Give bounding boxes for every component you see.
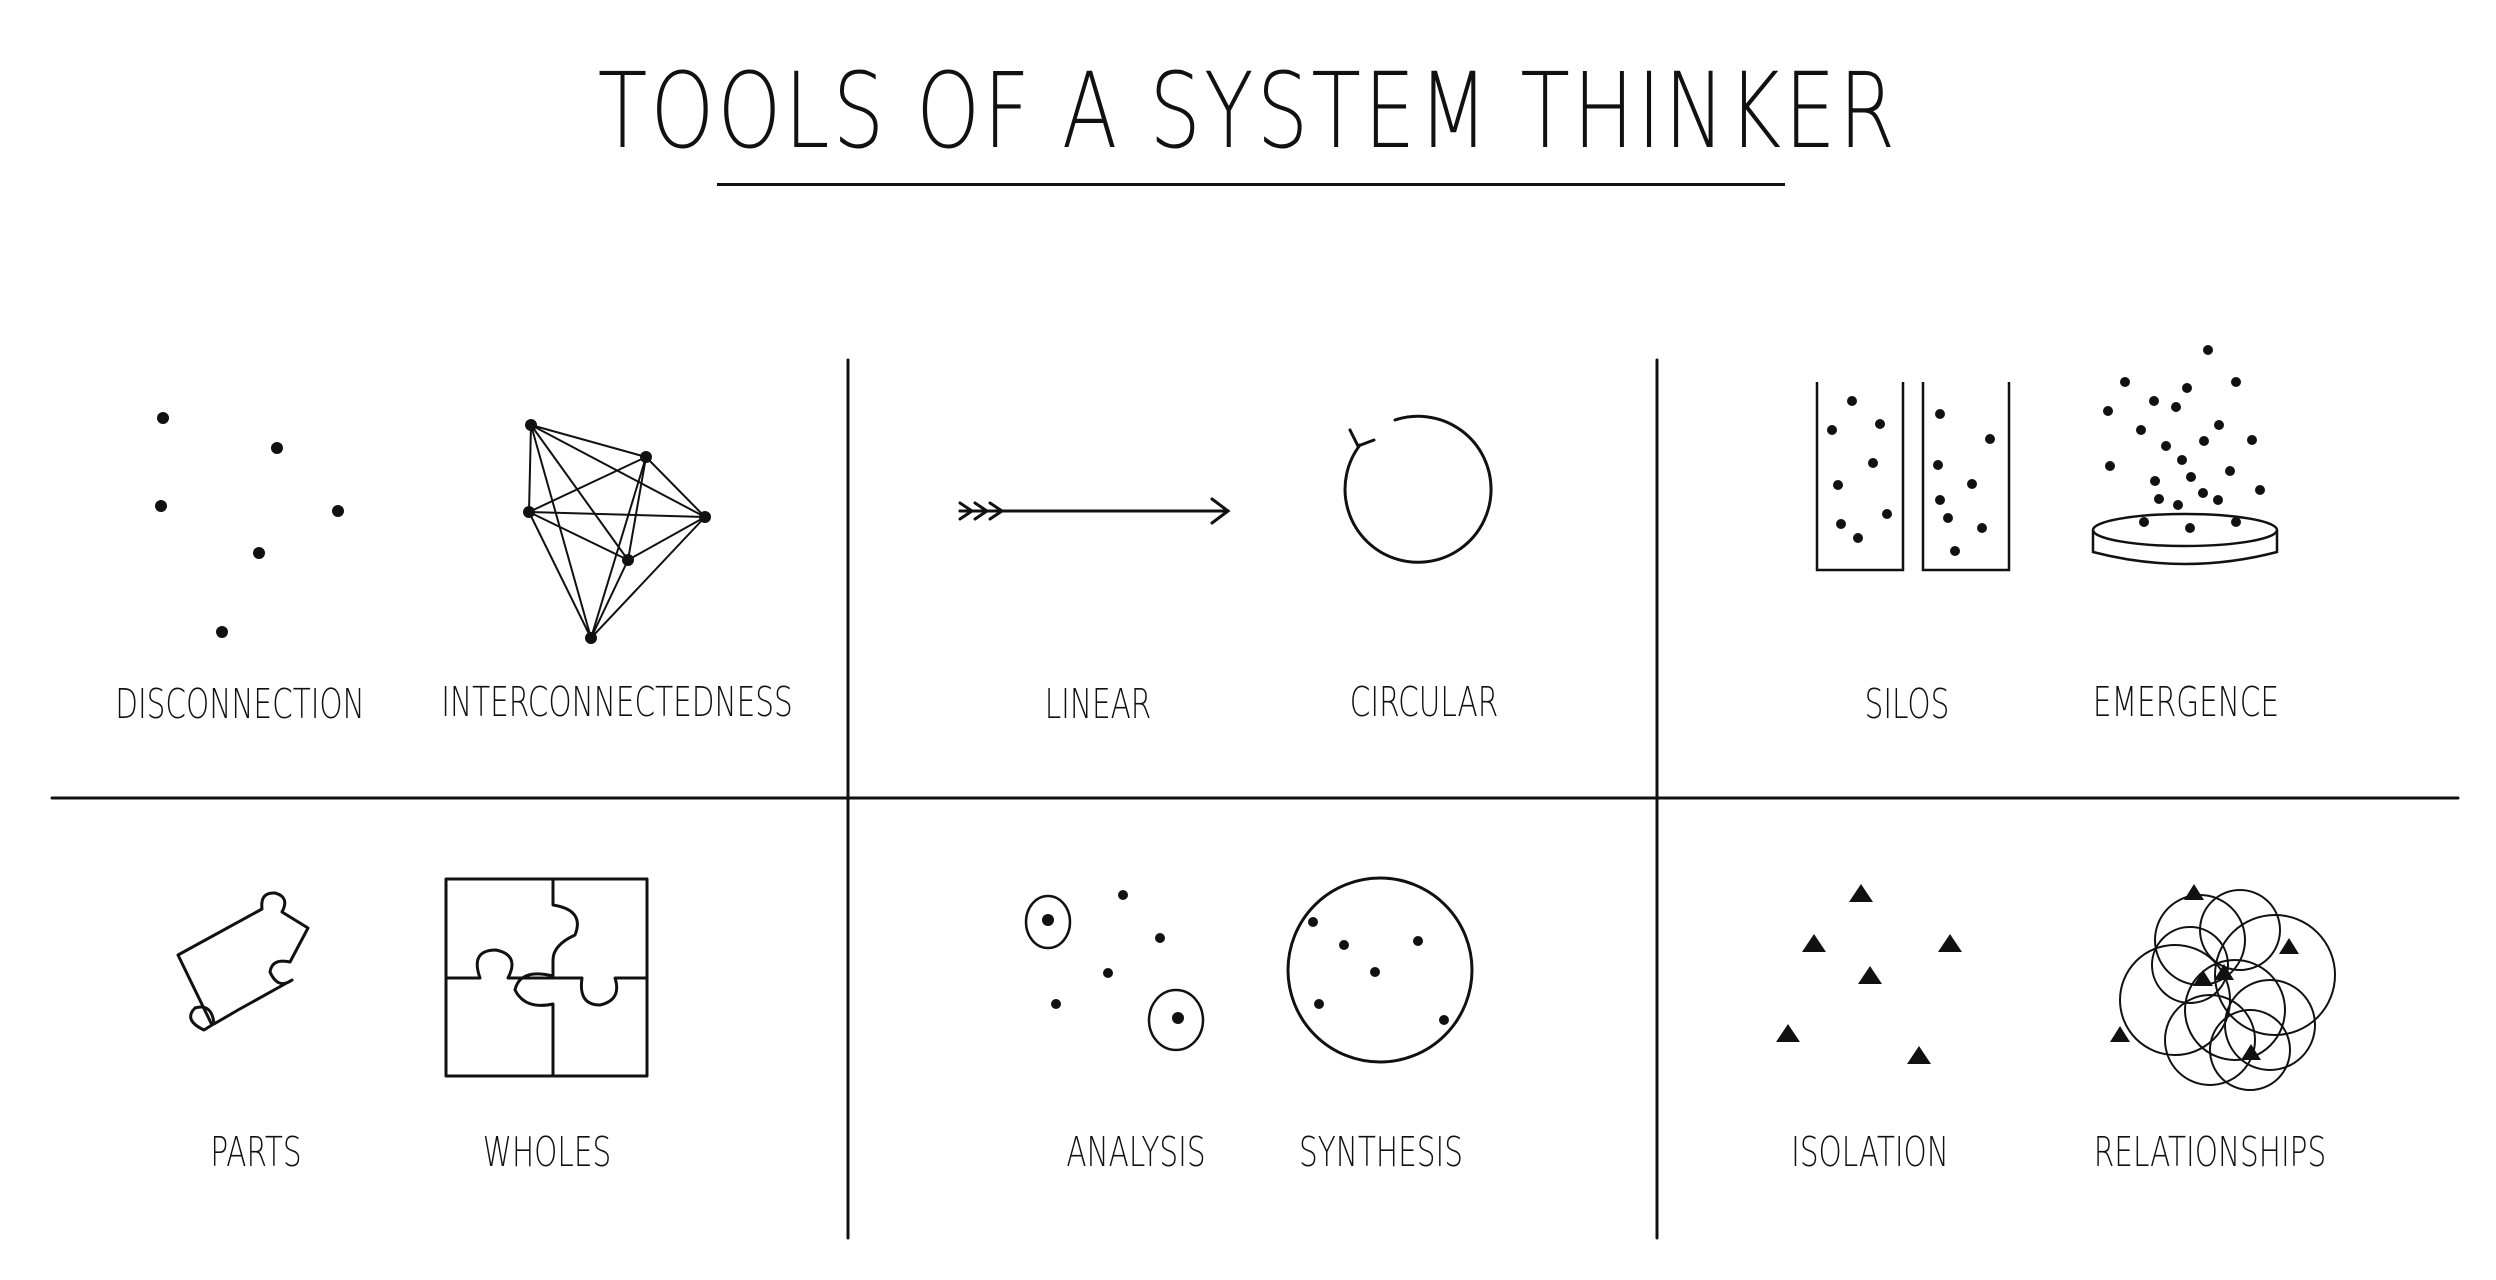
scattered-triangles-icon	[1776, 884, 1962, 1064]
label-linear: LINEAR	[1044, 680, 1152, 728]
circle-arrow-icon	[1343, 414, 1493, 564]
silos-icon	[1815, 382, 2011, 572]
label-interconnectedness: INTERCONNECTEDNESS	[441, 678, 793, 726]
connected-network-icon	[523, 419, 711, 644]
label-parts: PARTS	[210, 1128, 302, 1176]
dish-emergence-icon	[2091, 345, 2279, 566]
label-isolation: ISOLATION	[1791, 1128, 1949, 1176]
puzzle-whole-icon	[444, 877, 649, 1078]
label-analysis: ANALYSIS	[1066, 1128, 1206, 1176]
label-circular: CIRCULAR	[1349, 678, 1499, 726]
dotted-circle-icon	[1286, 876, 1474, 1064]
scattered-dots-icon	[155, 412, 344, 638]
label-wholes: WHOLES	[482, 1128, 612, 1176]
label-synthesis: SYNTHESIS	[1299, 1128, 1463, 1176]
label-relationships: RELATIONSHIPS	[2093, 1128, 2327, 1176]
label-silos: SILOS	[1864, 680, 1950, 728]
overlapping-circles-icon	[2110, 884, 2336, 1091]
title-underline	[717, 183, 1785, 186]
label-disconnection: DISCONNECTION	[115, 680, 365, 728]
scattered-circled-dots-icon	[1024, 890, 1205, 1052]
label-emergence: EMERGENCE	[2092, 678, 2280, 726]
arrow-icon	[958, 497, 1231, 525]
page-title: TOOLS OF A SYSTEM THINKER	[597, 50, 1899, 172]
puzzle-piece-icon	[176, 891, 310, 1032]
